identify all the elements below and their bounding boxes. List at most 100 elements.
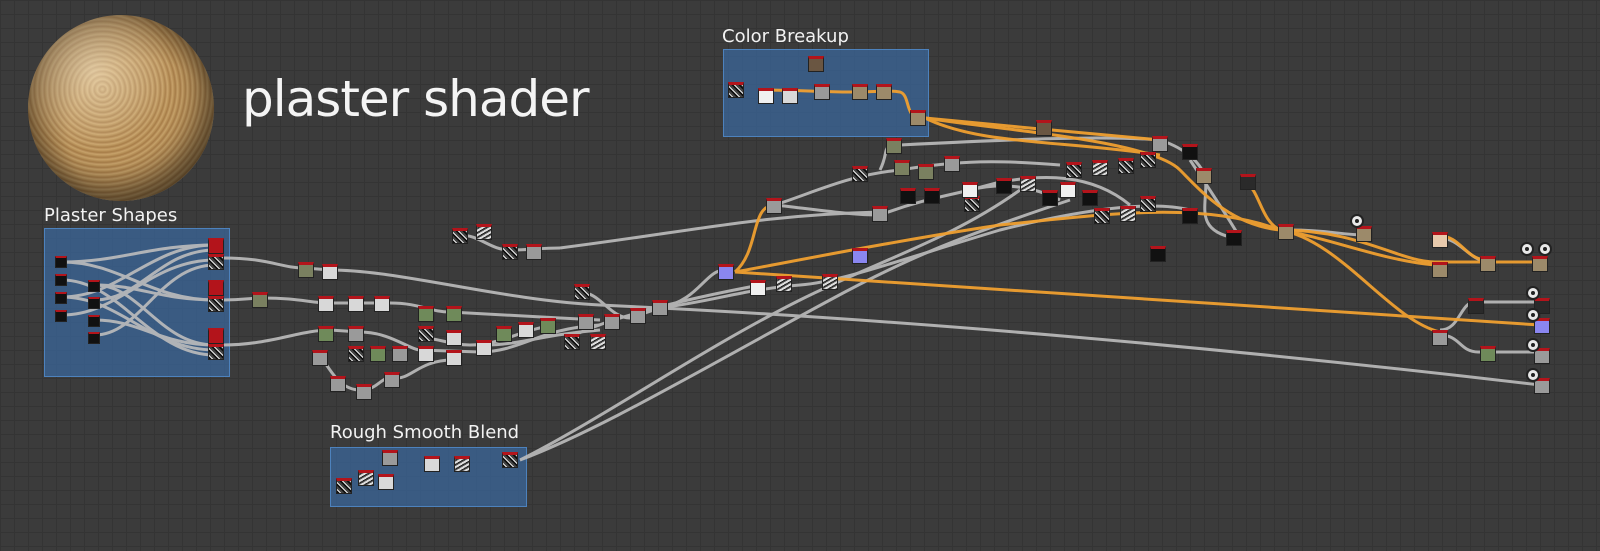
blend-node[interactable] — [454, 456, 470, 472]
shape-node[interactable] — [55, 292, 67, 304]
graph-node[interactable] — [348, 296, 364, 312]
graph-node[interactable] — [312, 350, 328, 366]
graph-node[interactable] — [392, 346, 408, 362]
graph-node[interactable] — [1150, 246, 1166, 262]
graph-node[interactable] — [604, 314, 620, 330]
graph-node[interactable] — [348, 326, 364, 342]
graph-node[interactable] — [252, 292, 268, 308]
graph-node[interactable] — [766, 198, 782, 214]
graph-node[interactable] — [418, 326, 434, 342]
graph-node[interactable] — [540, 318, 556, 334]
shape-output-node[interactable] — [208, 238, 224, 254]
output-icon[interactable] — [1520, 242, 1534, 256]
graph-node[interactable] — [918, 164, 934, 180]
shape-output-node[interactable] — [208, 280, 224, 296]
graph-node[interactable] — [446, 306, 462, 322]
graph-node[interactable] — [322, 264, 338, 280]
graph-node[interactable] — [1468, 298, 1484, 314]
color-node[interactable] — [814, 84, 830, 100]
output-node[interactable] — [1534, 348, 1550, 364]
graph-node[interactable] — [750, 280, 766, 296]
color-node[interactable] — [758, 88, 774, 104]
output-icon[interactable] — [1526, 338, 1540, 352]
graph-node[interactable] — [1120, 206, 1136, 222]
shape-node[interactable] — [88, 332, 100, 344]
shape-node[interactable] — [55, 256, 67, 268]
color-node[interactable] — [876, 84, 892, 100]
graph-node[interactable] — [1092, 160, 1108, 176]
graph-node[interactable] — [476, 224, 492, 240]
graph-node[interactable] — [446, 350, 462, 366]
graph-node[interactable] — [1356, 226, 1372, 242]
graph-node[interactable] — [1432, 262, 1448, 278]
graph-node[interactable] — [418, 306, 434, 322]
graph-node[interactable] — [1196, 168, 1212, 184]
graph-node[interactable] — [564, 334, 580, 350]
graph-node[interactable] — [356, 384, 372, 400]
graph-node[interactable] — [318, 296, 334, 312]
shape-output-node[interactable] — [208, 328, 224, 344]
output-node-basecolor[interactable] — [1532, 256, 1548, 272]
output-node-normal[interactable] — [1534, 318, 1550, 334]
color-node[interactable] — [910, 110, 926, 126]
graph-node[interactable] — [1140, 196, 1156, 212]
graph-node[interactable] — [652, 300, 668, 316]
graph-node[interactable] — [872, 206, 888, 222]
output-icon[interactable] — [1526, 368, 1540, 382]
color-node[interactable] — [782, 88, 798, 104]
graph-node[interactable] — [452, 228, 468, 244]
color-node[interactable] — [808, 56, 824, 72]
graph-node[interactable] — [1118, 158, 1134, 174]
graph-node[interactable] — [1020, 176, 1036, 192]
graph-node[interactable] — [900, 188, 916, 204]
shape-output-node[interactable] — [208, 254, 224, 270]
graph-node[interactable] — [476, 340, 492, 356]
blend-node[interactable] — [378, 474, 394, 490]
shape-node[interactable] — [88, 280, 100, 292]
shape-node[interactable] — [88, 315, 100, 327]
color-node[interactable] — [852, 84, 868, 100]
graph-node[interactable] — [1432, 330, 1448, 346]
graph-node[interactable] — [962, 182, 978, 198]
graph-node[interactable] — [996, 178, 1012, 194]
graph-node[interactable] — [964, 196, 980, 212]
graph-node[interactable] — [822, 274, 838, 290]
graph-node[interactable] — [1226, 230, 1242, 246]
graph-node[interactable] — [502, 244, 518, 260]
graph-node[interactable] — [1060, 182, 1076, 198]
graph-node[interactable] — [1480, 346, 1496, 362]
graph-node[interactable] — [496, 326, 512, 342]
graph-node[interactable] — [1182, 144, 1198, 160]
graph-node[interactable] — [718, 264, 734, 280]
graph-node[interactable] — [1082, 190, 1098, 206]
graph-node[interactable] — [1152, 136, 1168, 152]
graph-node[interactable] — [1140, 152, 1156, 168]
graph-node[interactable] — [1240, 174, 1256, 190]
graph-node[interactable] — [1066, 162, 1082, 178]
output-node[interactable] — [1534, 378, 1550, 394]
blend-node[interactable] — [502, 452, 518, 468]
graph-node[interactable] — [886, 138, 902, 154]
graph-node[interactable] — [348, 346, 364, 362]
output-icon[interactable] — [1538, 242, 1552, 256]
graph-node[interactable] — [298, 262, 314, 278]
blend-node[interactable] — [382, 450, 398, 466]
color-node[interactable] — [728, 82, 744, 98]
output-icon[interactable] — [1526, 308, 1540, 322]
graph-node[interactable] — [1480, 256, 1496, 272]
graph-node[interactable] — [924, 188, 940, 204]
graph-node[interactable] — [526, 244, 542, 260]
graph-node[interactable] — [1036, 120, 1052, 136]
shape-node[interactable] — [55, 310, 67, 322]
graph-node[interactable] — [578, 314, 594, 330]
output-icon[interactable] — [1350, 214, 1364, 228]
graph-node[interactable] — [944, 156, 960, 172]
output-icon[interactable] — [1526, 286, 1540, 300]
graph-node[interactable] — [374, 296, 390, 312]
graph-node[interactable] — [1182, 208, 1198, 224]
graph-node[interactable] — [574, 284, 590, 300]
graph-node[interactable] — [852, 248, 868, 264]
graph-node[interactable] — [776, 276, 792, 292]
blend-node[interactable] — [336, 478, 352, 494]
